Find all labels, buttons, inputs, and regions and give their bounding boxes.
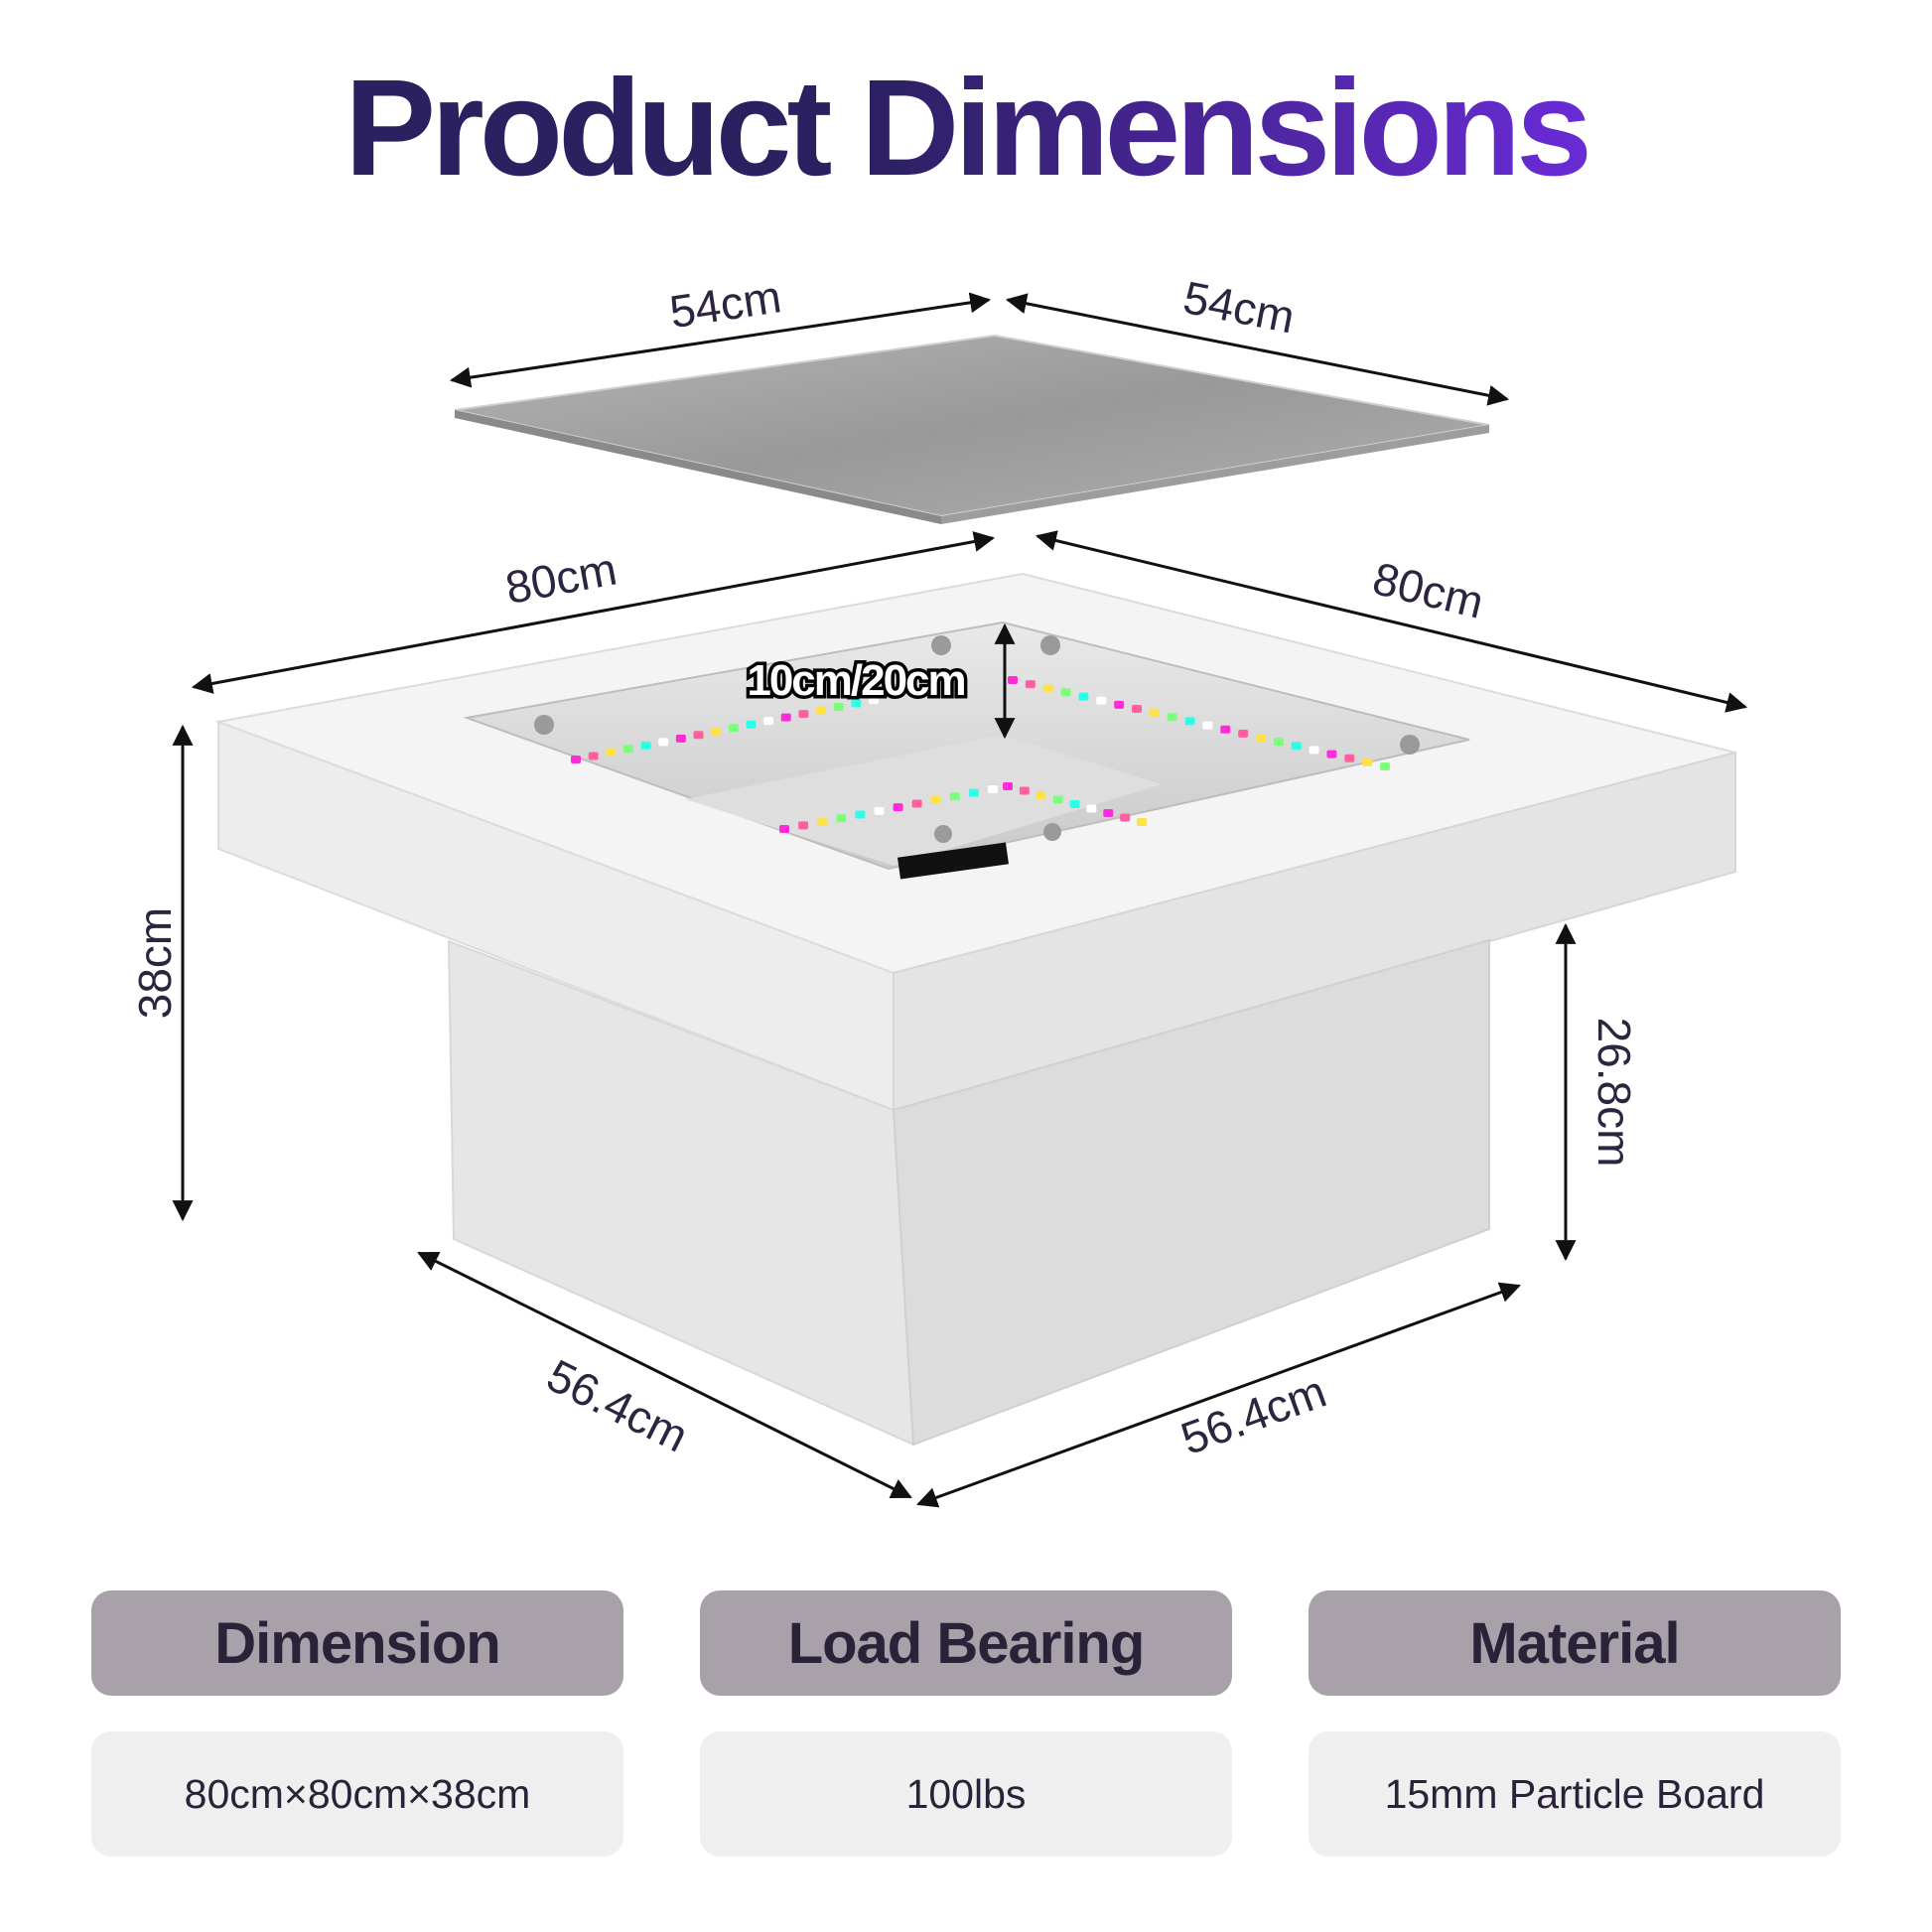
led-dot	[1202, 721, 1213, 730]
led-dot	[836, 814, 847, 823]
led-dot	[1069, 800, 1080, 808]
led-dot	[1238, 729, 1249, 738]
led-dot	[1035, 791, 1046, 799]
led-dot	[798, 710, 809, 719]
led-dot	[988, 785, 998, 793]
screw-icon	[934, 825, 952, 843]
title-accent: Dimensions	[860, 52, 1592, 205]
led-dot	[711, 727, 722, 736]
dimension-lines	[172, 292, 1748, 1508]
led-dot	[728, 724, 739, 733]
glass-width-left-arrow	[449, 292, 992, 388]
spec-value-material: 15mm Particle Board	[1309, 1731, 1841, 1857]
screw-icon	[1043, 823, 1061, 841]
spec-value-load-bearing: 100lbs	[700, 1731, 1232, 1857]
led-dot	[640, 741, 651, 750]
led-dot	[571, 756, 581, 763]
glass-width-right-label: 54cm	[1179, 271, 1299, 344]
led-dot	[746, 720, 757, 729]
led-dot	[930, 795, 941, 804]
top-width-left-label: 80cm	[501, 542, 621, 614]
led-dot	[1309, 746, 1319, 755]
controller-box	[897, 842, 1009, 880]
screw-icon	[931, 635, 951, 655]
top-width-right-arrow	[1035, 530, 1748, 713]
led-dot	[833, 703, 844, 712]
led-dot	[968, 788, 979, 797]
base-width-left-label: 56.4cm	[539, 1349, 696, 1462]
led-dot	[1362, 758, 1373, 766]
depth-label: 10cm/20cm	[747, 656, 964, 705]
led-dot	[893, 803, 903, 812]
led-dot	[798, 821, 809, 830]
led-dot	[1003, 782, 1013, 790]
led-dot	[816, 706, 827, 715]
base-width-right-label: 56.4cm	[1174, 1365, 1333, 1464]
led-dot	[1167, 713, 1177, 722]
led-dot	[1052, 795, 1063, 804]
glass-width-left-label: 54cm	[666, 270, 784, 338]
led-dot	[763, 717, 774, 726]
screw-icon	[1040, 635, 1060, 655]
led-dot	[851, 699, 862, 708]
led-dot	[622, 745, 633, 754]
spec-value-dimension: 80cm×80cm×38cm	[91, 1731, 623, 1857]
led-dot	[658, 738, 669, 747]
led-dot	[869, 696, 879, 704]
led-dot	[1042, 684, 1053, 693]
base-width-left-arrow	[417, 1251, 912, 1499]
led-dot	[874, 806, 885, 815]
led-dot	[1326, 750, 1337, 759]
led-dot	[1120, 813, 1131, 822]
spec-header-load-bearing: Load Bearing	[700, 1590, 1232, 1696]
led-dot	[1380, 762, 1390, 770]
glass-width-right-arrow	[1005, 293, 1510, 406]
led-dot	[606, 748, 617, 757]
led-dot	[1149, 709, 1160, 718]
led-dot	[1060, 688, 1071, 697]
led-dot	[1132, 705, 1142, 713]
spec-header-dimension: Dimension	[91, 1590, 623, 1696]
base-width-right-arrow	[916, 1282, 1521, 1508]
led-dot	[817, 817, 828, 826]
led-dot	[780, 713, 791, 722]
total-height-label: 38cm	[129, 907, 181, 1019]
led-dot	[1103, 809, 1114, 817]
title-main: Product	[345, 52, 861, 205]
led-dot	[1137, 818, 1147, 826]
spec-header-material: Material	[1309, 1590, 1841, 1696]
led-dot	[1114, 700, 1125, 709]
led-dot	[1344, 754, 1355, 762]
led-dot	[1256, 734, 1266, 742]
led-dot	[1291, 742, 1302, 751]
led-dot	[1220, 725, 1231, 734]
led-dot	[1086, 804, 1097, 813]
top-width-right-label: 80cm	[1368, 552, 1489, 628]
led-dot	[855, 810, 866, 819]
led-dot	[588, 752, 599, 760]
led-dot	[779, 825, 789, 833]
led-dot	[1025, 680, 1035, 689]
led-dot	[1078, 692, 1089, 701]
led-dot	[911, 799, 922, 808]
led-dot	[675, 734, 686, 743]
led-dot	[949, 792, 960, 801]
page-title: Product Dimensions	[0, 60, 1932, 197]
top-width-left-arrow	[191, 531, 996, 694]
led-dot	[1008, 676, 1018, 684]
base-height-label: 26.8cm	[1588, 1018, 1640, 1168]
led-dot	[1273, 738, 1284, 747]
screw-icon	[534, 715, 554, 735]
led-dot	[1184, 717, 1195, 726]
led-dot	[693, 731, 704, 740]
led-dot	[1096, 696, 1107, 705]
screw-icon	[1400, 735, 1420, 755]
led-dot	[1019, 786, 1030, 795]
